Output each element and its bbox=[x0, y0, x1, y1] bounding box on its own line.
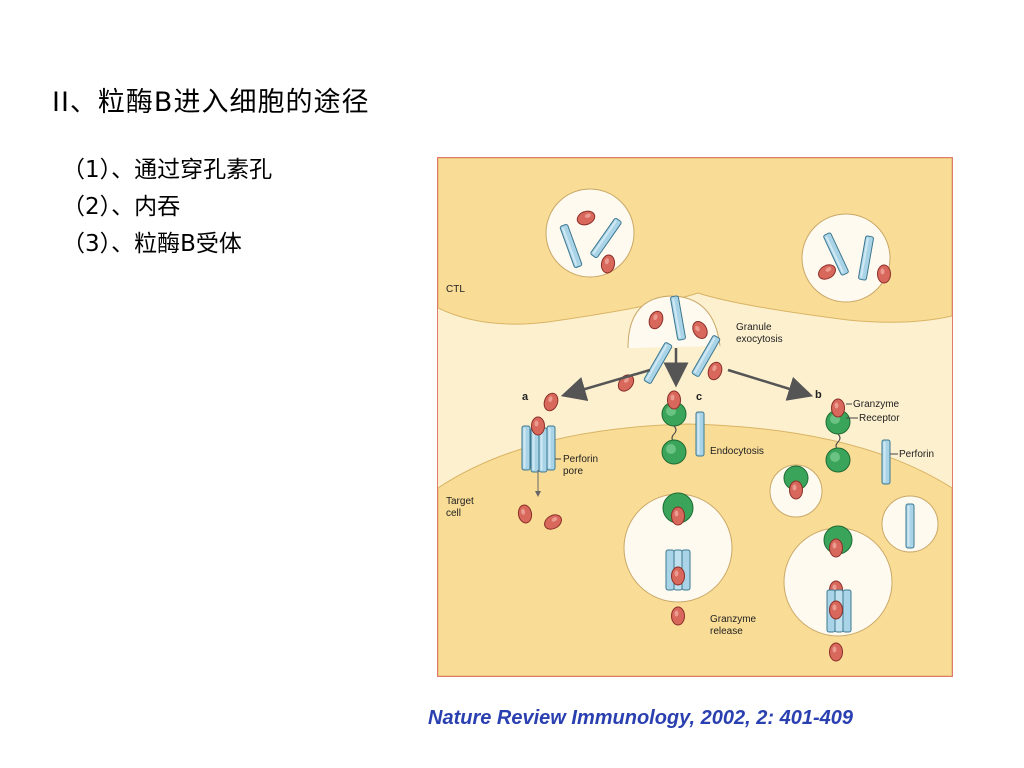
label-pathway-a: a bbox=[522, 391, 529, 403]
slide-title: II、粒酶B进入细胞的途径 bbox=[52, 87, 370, 118]
label-ctl: CTL bbox=[446, 284, 465, 295]
label-perforin-pore-2: pore bbox=[563, 466, 583, 477]
label-pathway-b: b bbox=[815, 389, 822, 401]
granule-vesicle-right bbox=[801, 213, 891, 303]
label-granzyme: Granzyme bbox=[853, 399, 900, 410]
route-item-endocytosis: （2）、内吞 bbox=[62, 194, 181, 220]
label-endocytosis: Endocytosis bbox=[710, 446, 764, 457]
label-target: Target bbox=[446, 496, 474, 507]
label-granzyme-release-2: release bbox=[710, 626, 743, 637]
granzyme-entry-diagram: CTL Granule exocytosis a Perforin pore c… bbox=[437, 157, 953, 677]
citation: Nature Review Immunology, 2002, 2: 401-4… bbox=[428, 707, 853, 729]
granule-vesicle-left bbox=[545, 188, 635, 278]
label-perforin: Perforin bbox=[899, 449, 934, 460]
label-receptor: Receptor bbox=[859, 413, 900, 424]
label-cell: cell bbox=[446, 508, 461, 519]
label-granule: Granule bbox=[736, 322, 772, 333]
route-item-perforin-pore: （1）、通过穿孔素孔 bbox=[62, 157, 273, 183]
label-exocytosis: exocytosis bbox=[736, 334, 783, 345]
label-pathway-c: c bbox=[696, 391, 702, 403]
route-item-granzyme-receptor: （3）、粒酶B受体 bbox=[62, 231, 242, 257]
diagram-svg: CTL Granule exocytosis a Perforin pore c… bbox=[438, 158, 952, 676]
label-granzyme-release-1: Granzyme bbox=[710, 614, 757, 625]
route-list: （1）、通过穿孔素孔 （2）、内吞 （3）、粒酶B受体 bbox=[62, 152, 272, 263]
label-perforin-pore-1: Perforin bbox=[563, 454, 598, 465]
